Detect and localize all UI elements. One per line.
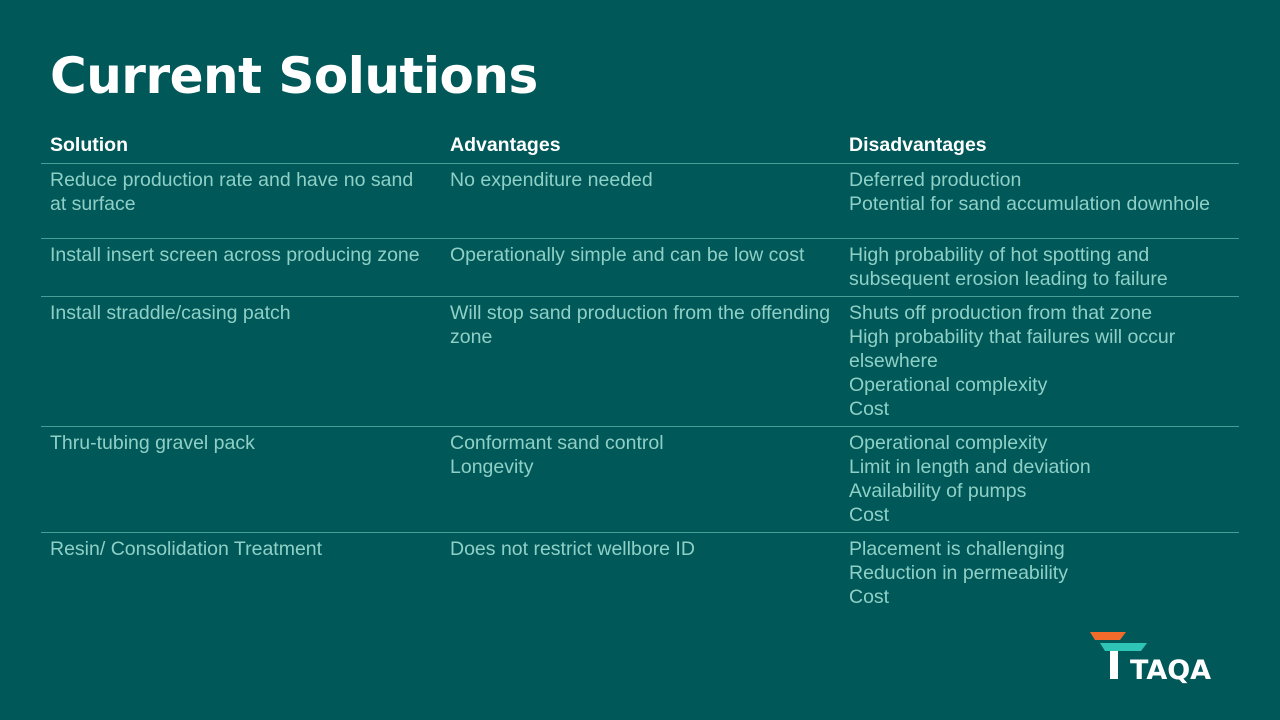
cell-text: Operationally simple and can be low cost [450,244,805,266]
cell-text: High probability of hot spotting and sub… [849,244,1168,290]
disadvantages-cell: Deferred production Potential for sand a… [840,168,1239,238]
cell-text: Thru-tubing gravel pack [50,432,255,454]
disadvantages-cell: Placement is challenging Reduction in pe… [840,537,1239,613]
cell-text: No expenditure needed [450,169,653,191]
cell-text: Resin/ Consolidation Treatment [50,538,323,560]
solution-cell: Resin/ Consolidation Treatment [41,537,441,613]
logo-wordmark: TAQA [1130,655,1212,686]
cell-text: Potential for sand accumulation downhole [849,193,1210,215]
cell-text: Longevity [450,456,534,478]
logo-orange-stripe [1090,632,1126,640]
cell-text: Cost [849,398,890,420]
table-row: Thru-tubing gravel pack Conformant sand … [41,427,1239,533]
solutions-table: Solution Advantages Disadvantages Reduce… [41,130,1239,613]
cell-text: Shuts off production from that zone [849,302,1153,324]
logo-teal-stripe [1100,643,1147,651]
disadvantages-cell: High probability of hot spotting and sub… [840,243,1239,296]
solution-cell: Thru-tubing gravel pack [41,431,441,532]
advantages-cell: No expenditure needed [441,168,840,238]
solution-cell: Install straddle/casing patch [41,301,441,426]
table-row: Install straddle/casing patch Will stop … [41,297,1239,427]
cell-text: High probability that failures will occu… [849,326,1176,372]
table-row: Install insert screen across producing z… [41,239,1239,297]
advantages-cell: Conformant sand control Longevity [441,431,840,532]
cell-text: Cost [849,586,890,608]
advantages-cell: Does not restrict wellbore ID [441,537,840,613]
column-header-solution: Solution [50,134,128,156]
table-row: Resin/ Consolidation Treatment Does not … [41,533,1239,613]
cell-text: Deferred production [849,169,1022,191]
cell-text: Operational complexity [849,432,1048,454]
table-row: Reduce production rate and have no sand … [41,164,1239,239]
cell-text: Install straddle/casing patch [50,302,291,324]
slide-title: Current Solutions [50,47,538,105]
advantages-cell: Operationally simple and can be low cost [441,243,840,296]
cell-text: Conformant sand control [450,432,664,454]
disadvantages-cell: Operational complexity Limit in length a… [840,431,1239,532]
table-header-row: Solution Advantages Disadvantages [41,130,1239,164]
disadvantages-cell: Shuts off production from that zone High… [840,301,1239,426]
cell-text: Limit in length and deviation [849,456,1091,478]
cell-text: Reduce production rate and have no sand … [50,169,414,215]
cell-text: Reduction in permeability [849,562,1068,584]
cell-text: Cost [849,504,890,526]
cell-text: Placement is challenging [849,538,1065,560]
cell-text: Availability of pumps [849,480,1027,502]
cell-text: Install insert screen across producing z… [50,244,420,266]
cell-text: Will stop sand production from the offen… [450,302,831,348]
cell-text: Does not restrict wellbore ID [450,538,695,560]
cell-text: Operational complexity [849,374,1048,396]
advantages-cell: Will stop sand production from the offen… [441,301,840,426]
taqa-logo-icon [1090,632,1147,679]
solution-cell: Reduce production rate and have no sand … [41,168,441,238]
column-header-advantages: Advantages [450,134,561,156]
column-header-disadvantages: Disadvantages [849,134,987,156]
logo-white-stem [1110,651,1118,679]
solution-cell: Install insert screen across producing z… [41,243,441,296]
